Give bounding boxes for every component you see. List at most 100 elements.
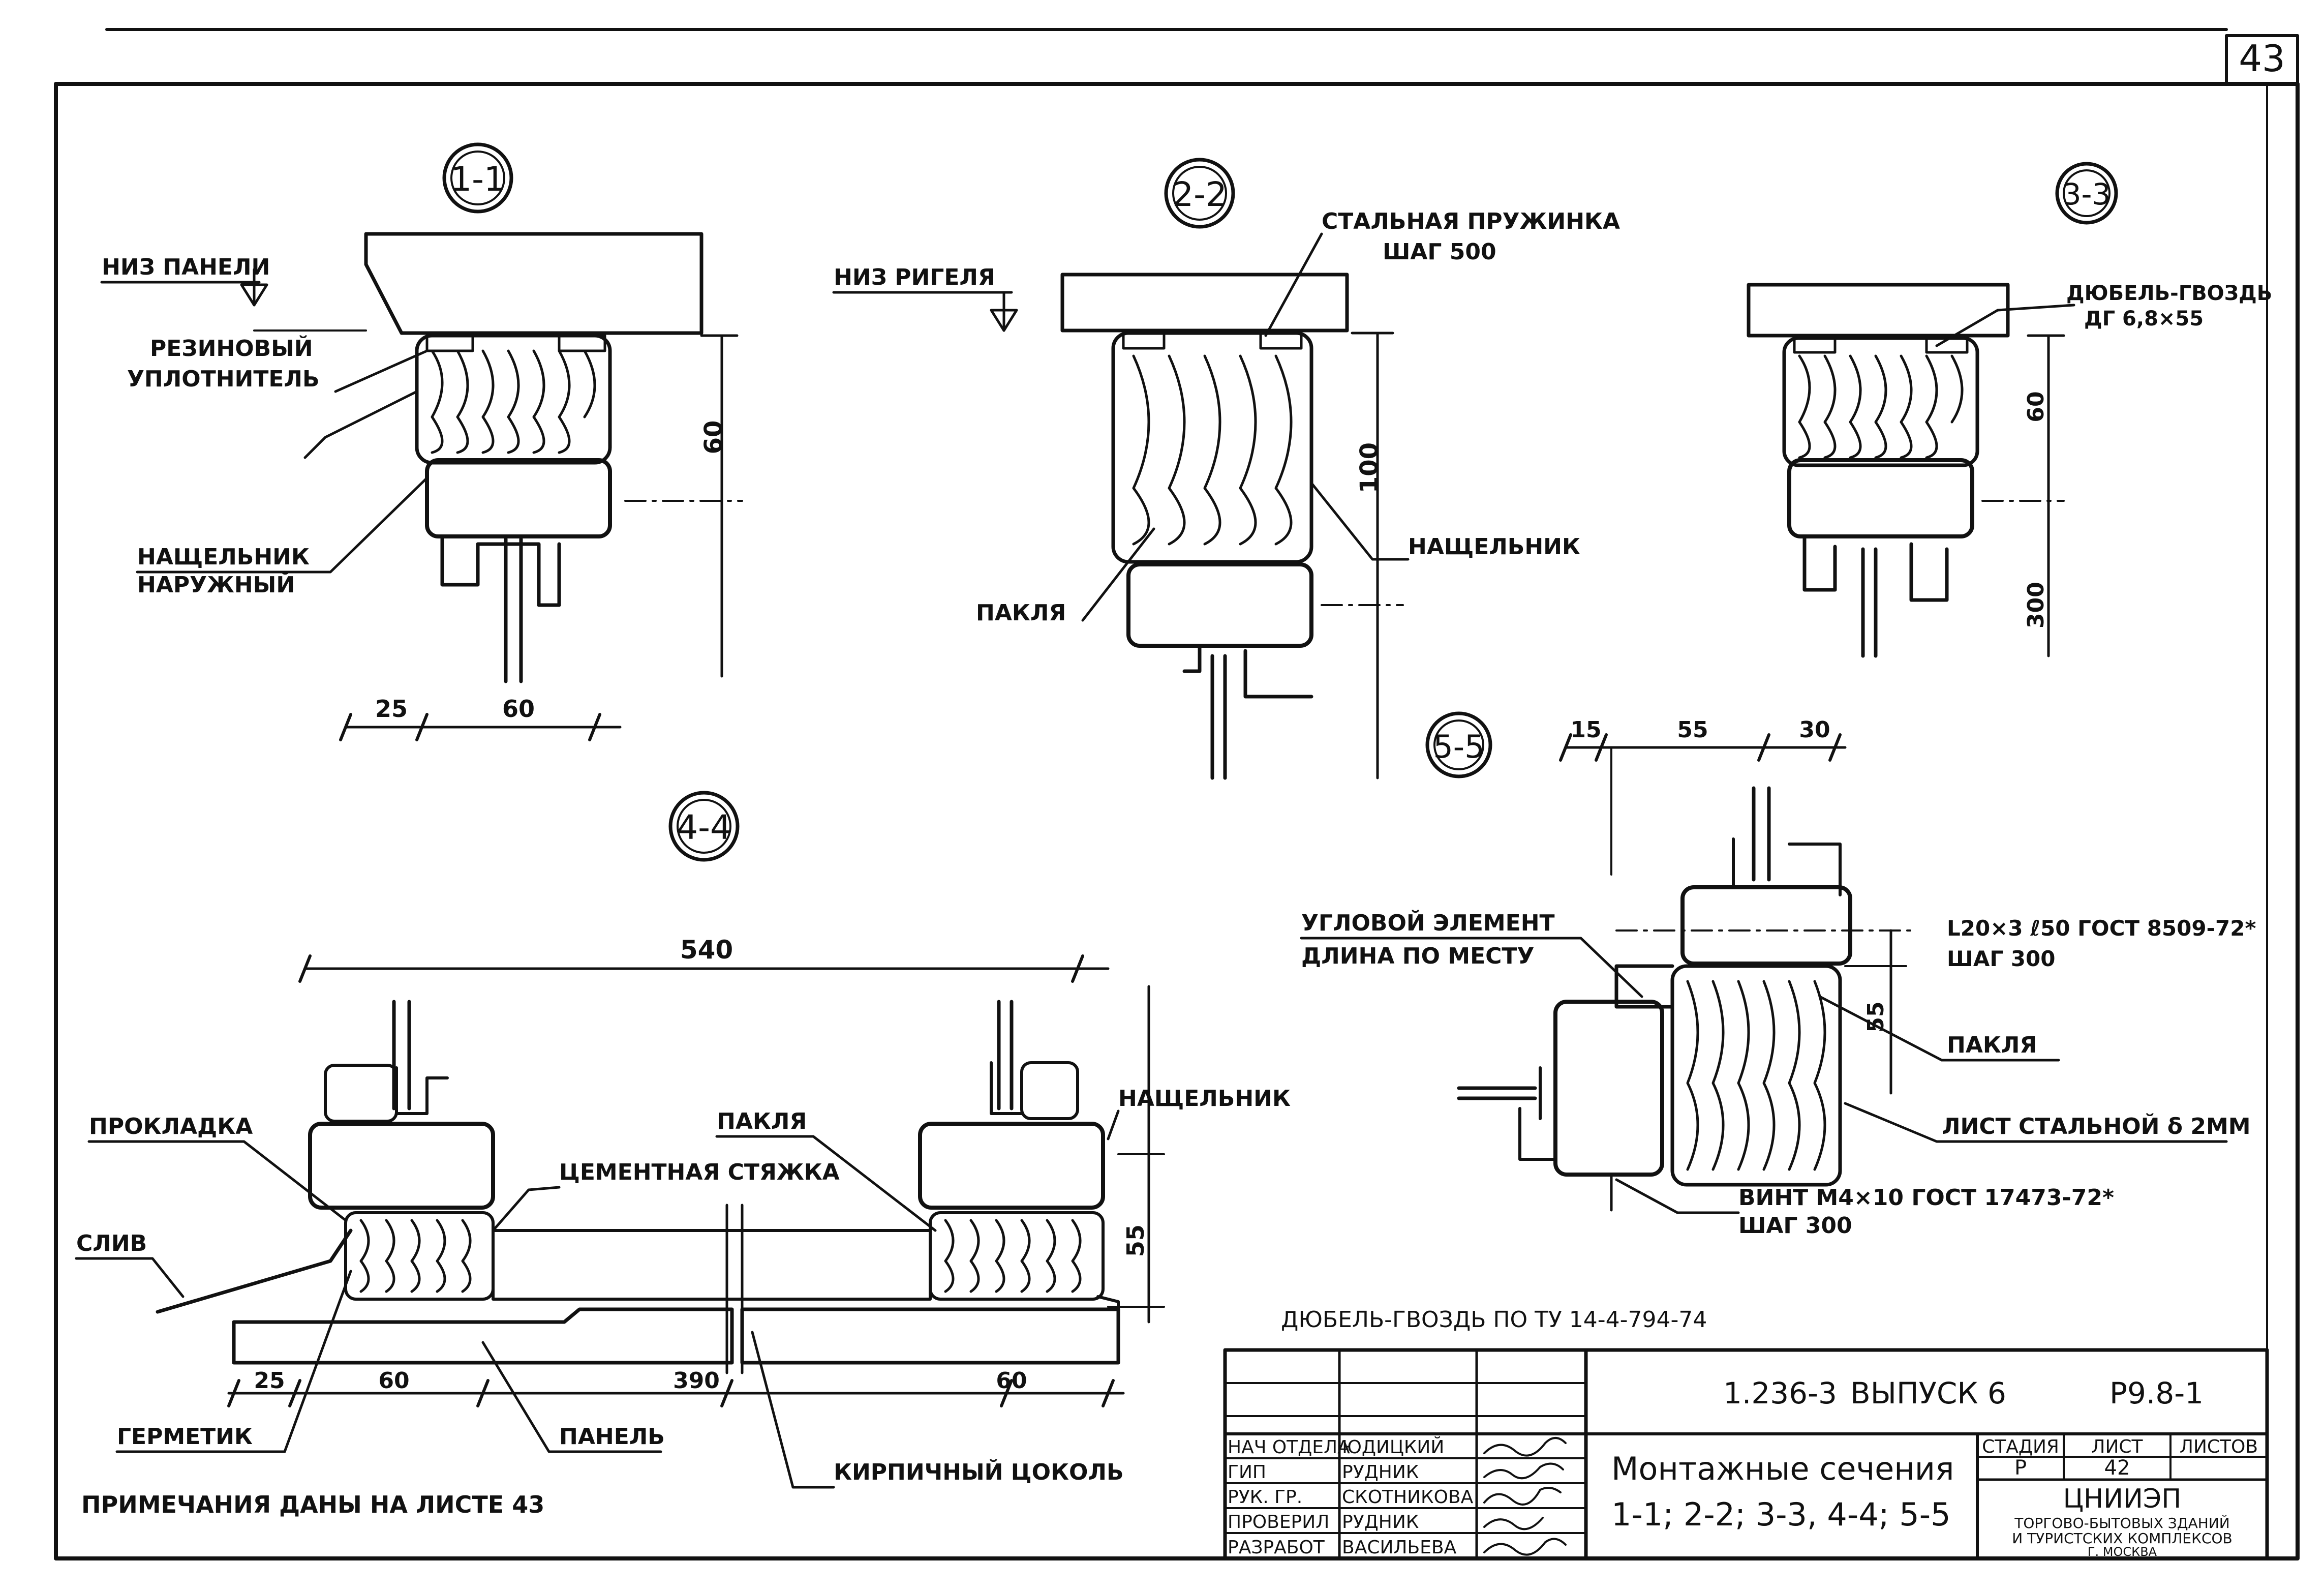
cover-strip (425, 458, 612, 538)
label-cover-strip: НАЩЕЛЬНИК (1118, 1086, 1291, 1112)
section-tag: 5-5 (1433, 728, 1484, 765)
label-dowel-2: ДГ 6,8×55 (2084, 307, 2204, 331)
rubber-seal-right (558, 334, 606, 352)
beam-slab (1060, 273, 1349, 333)
section-tag-circle-inner (1433, 719, 1484, 770)
tow-box (1782, 336, 1979, 467)
staff-role: РАЗРАБОТ (1228, 1537, 1325, 1558)
frame-profile (1802, 534, 1949, 602)
frame-profile (440, 534, 561, 607)
dim-height: 60 (699, 421, 728, 455)
frame-profile-left (1518, 1066, 1557, 1161)
label-screw-2: ШАГ 300 (1738, 1213, 1852, 1239)
label-tow: ПАКЛЯ (1947, 1032, 2037, 1058)
label-dowel-1: ДЮБЕЛЬ-ГВОЗДЬ (2066, 282, 2272, 305)
seal-left (1793, 337, 1837, 354)
title-block-frame (1223, 1348, 2269, 1560)
section-tag-circle (668, 791, 740, 862)
cover-strip-left (308, 1122, 495, 1210)
staff-role: ПРОВЕРИЛ (1228, 1512, 1329, 1533)
leader (1081, 527, 1155, 622)
dim-a: 25 (375, 695, 408, 723)
staff-role: НАЧ ОТДЕЛА (1228, 1437, 1350, 1458)
label-tow: ПАКЛЯ (976, 600, 1066, 626)
cover-strip (1126, 562, 1313, 648)
tow-fill (1132, 354, 1293, 546)
leader (75, 1257, 185, 1298)
sheets-header: ЛИСТОВ (2180, 1436, 2258, 1457)
leader (1107, 1109, 1120, 1140)
label-angle-2: ШАГ 300 (1947, 946, 2055, 971)
dim-c: 30 (1799, 717, 1830, 743)
section-3-3: 3-3 ДЮБЕЛЬ-ГВОЗДЬ ДГ 6,8×55 60 300 (1747, 162, 2272, 658)
section-tag-circle (442, 142, 513, 214)
label-angle-1: L20×3 ℓ50 ГОСТ 8509-72* (1947, 916, 2256, 941)
signature (1483, 1538, 1567, 1556)
label-drip: СЛИВ (76, 1230, 147, 1256)
signature (1483, 1462, 1564, 1480)
section-tag-circle-inner (450, 151, 505, 205)
dim-c: 390 (673, 1368, 720, 1394)
drawing-no: Р9.8-1 (2109, 1376, 2204, 1410)
staff-name: ЮДИЦКИЙ (1342, 1436, 1444, 1458)
sheet-frame (54, 82, 2300, 1560)
label-corner-2: ДЛИНА ПО МЕСТУ (1301, 943, 1534, 969)
label-rubber-seal-2: УПЛОТНИТЕЛЬ (127, 366, 320, 392)
dim-ticks (298, 954, 1084, 983)
cover-strip-top (1680, 885, 1852, 966)
dim-a: 25 (254, 1368, 285, 1394)
frame-profile-top (1732, 837, 1842, 896)
label-cover-strip-1: НАЩЕЛЬНИК (137, 544, 310, 570)
drip-flashing (156, 1228, 353, 1314)
break-line (725, 1204, 744, 1374)
leader (1264, 232, 1323, 337)
dim-d: 60 (996, 1368, 1027, 1394)
sheet-value: 42 (2104, 1456, 2130, 1480)
leader (1844, 1102, 2228, 1143)
section-tag-circle (1425, 711, 1492, 778)
leader (303, 390, 418, 459)
section-tag: 1-1 (450, 160, 505, 199)
label-spring-1: СТАЛЬНАЯ ПРУЖИНКА (1322, 208, 1620, 234)
section-tag-circle-inner (2063, 169, 2111, 217)
rubber-seal-left (1122, 332, 1166, 350)
issue: ВЫПУСК 6 (1850, 1376, 2006, 1410)
label-screw-1: ВИНТ М4×10 ГОСТ 17473-72* (1738, 1185, 2114, 1211)
dim-lower: 300 (2023, 582, 2049, 628)
glass-left (1457, 1086, 1537, 1100)
staff-name: СКОТНИКОВА (1342, 1487, 1474, 1508)
rubber-seal-right (1259, 332, 1303, 350)
org-desc-1: ТОРГОВО-БЫТОВЫХ ЗДАНИЙ (2014, 1514, 2229, 1532)
title-line-1: Монтажные сечения (1611, 1450, 1954, 1487)
label-cover-strip: НАЩЕЛЬНИК (1408, 534, 1580, 560)
stage-header: СТАДИЯ (1982, 1436, 2059, 1457)
cover-strip (1787, 458, 1974, 538)
section-tag-circle-inner (1172, 166, 1227, 221)
leader (1300, 937, 1643, 998)
section-tag: 2-2 (1172, 175, 1227, 214)
dim-height: 60 (2023, 391, 2049, 422)
dim-ticks (227, 1379, 1115, 1407)
cover-strip-right (918, 1122, 1105, 1210)
org-name: ЦНИИЭП (2063, 1484, 2182, 1514)
leader (751, 1331, 835, 1489)
dim-height: 100 (1355, 442, 1384, 493)
frame-profile-right (990, 1061, 1023, 1115)
label-gasket: ПРОКЛАДКА (89, 1114, 253, 1139)
section-2-2: 2-2 НИЗ РИГЕЛЯ СТАЛЬНАЯ ПРУЖИНКА ШАГ 500… (832, 158, 1620, 780)
staff-name: ВАСИЛЬЕВА (1342, 1537, 1457, 1558)
label-panel-bottom: НИЗ ПАНЕЛИ (102, 254, 270, 280)
org-desc-3: Г. МОСКВА (2088, 1545, 2157, 1559)
section-5-5: 5-5 15 55 30 УГЛОВОЙ ЭЛЕМЕНТ ДЛИНА ПО МЕ… (1300, 711, 2256, 1239)
title-block: НАЧ ОТДЕЛА ЮДИЦКИЙ ГИП РУДНИК РУК. ГР. С… (1223, 1348, 2269, 1560)
dim-b: 60 (378, 1368, 409, 1394)
leader (1935, 304, 2075, 347)
leader (715, 1135, 937, 1232)
label-sealant: ГЕРМЕТИК (117, 1424, 253, 1450)
leader (1818, 995, 2060, 1062)
section-tag: 3-3 (2063, 177, 2111, 212)
section-4-4: 4-4 540 ПРОКЛАДКА СЛИВ (75, 791, 1291, 1489)
leader (87, 1140, 347, 1222)
leader (136, 476, 429, 574)
